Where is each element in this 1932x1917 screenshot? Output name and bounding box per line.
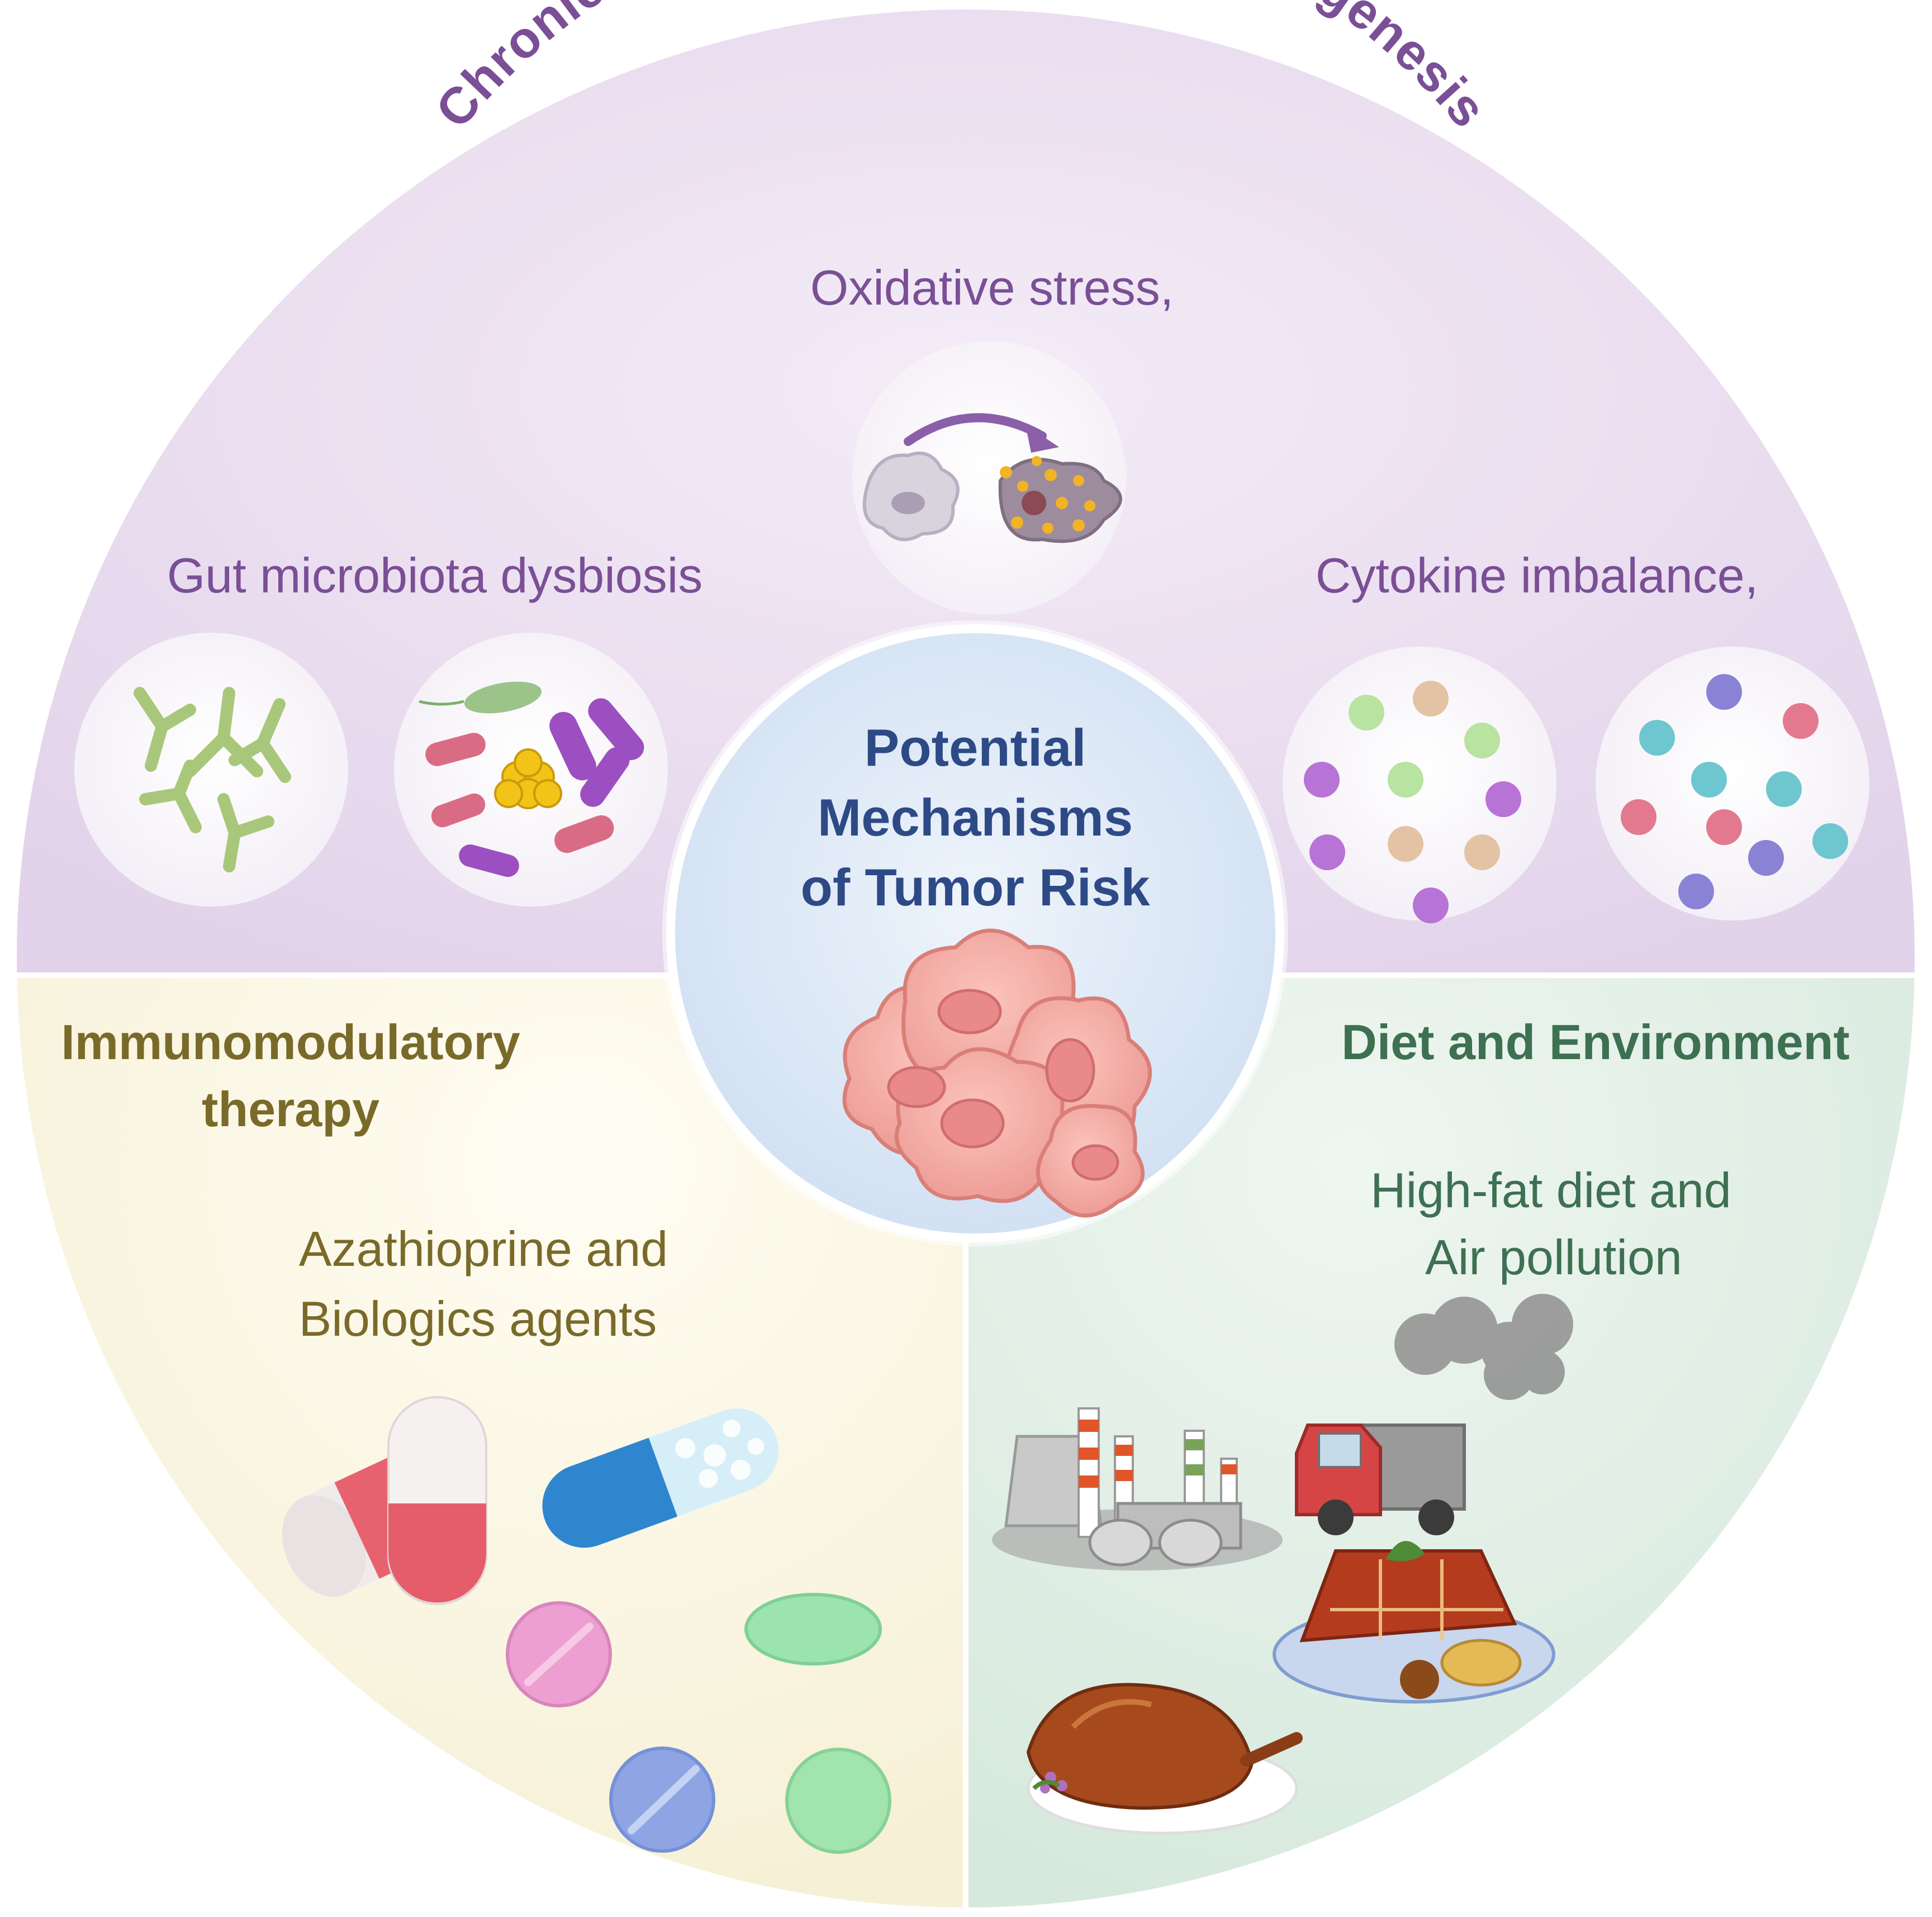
white-red-capsule-icon — [387, 1396, 487, 1605]
right-section-text-line1: High-fat diet and — [1370, 1162, 1731, 1218]
cytokine-bubble-2 — [1596, 647, 1869, 920]
green-round-tablet-icon — [785, 1748, 891, 1854]
arrow-head-icon — [1026, 425, 1059, 453]
center-title-line2: Mechanisms — [818, 788, 1133, 847]
bacteria-bubble — [394, 633, 668, 907]
oxidative-stress-label: Oxidative stress, — [810, 260, 1174, 315]
center-circle: Potential Mechanisms of Tumor Risk — [662, 620, 1288, 1246]
roast-duck-dish-icon — [1026, 1683, 1303, 1835]
green-oval-tablet-icon — [744, 1593, 882, 1665]
transform-arrow-icon — [904, 413, 1047, 446]
center-title-line3: of Tumor Risk — [801, 858, 1151, 917]
right-section-text-line2: Air pollution — [1425, 1230, 1682, 1285]
left-section-title-line2: therapy — [202, 1081, 379, 1137]
gut-dysbiosis-label: Gut microbiota dysbiosis — [167, 548, 703, 603]
fungi-bubble — [74, 633, 348, 907]
braised-pork-dish-icon — [1273, 1541, 1555, 1704]
outer-ring — [9, 2, 1922, 1915]
cytokine-particles-icon-2 — [1621, 674, 1848, 909]
oxidative-stress-bubble — [852, 341, 1126, 615]
left-section-title-line1: Immunomodulatory — [61, 1014, 520, 1070]
factory-pollution-icon — [992, 1407, 1283, 1570]
cytokine-imbalance-label: Cytokine imbalance, — [1316, 548, 1758, 603]
truck-pollution-icon — [1295, 1294, 1573, 1535]
left-section-text-line2: Biologics agents — [299, 1291, 657, 1346]
tumor-nuclei-icon — [887, 989, 1119, 1181]
cytokine-bubble-1 — [1283, 647, 1556, 923]
coccus-cluster-icon — [494, 748, 562, 809]
medications-illustration — [282, 1396, 891, 1854]
right-section-title: Diet and Environment — [1341, 1014, 1849, 1070]
pink-tablet-icon — [506, 1601, 612, 1707]
ros-particles-icon — [1000, 456, 1095, 534]
center-title-line1: Potential — [865, 718, 1086, 777]
cytokine-particles-icon — [1304, 681, 1521, 923]
blue-tablet-icon — [609, 1747, 715, 1853]
blue-capsule-icon — [542, 1408, 779, 1548]
hyphae-icon — [134, 687, 291, 872]
left-section-text-line1: Azathioprine and — [299, 1221, 668, 1277]
rod-bacterium-icon — [464, 681, 542, 714]
